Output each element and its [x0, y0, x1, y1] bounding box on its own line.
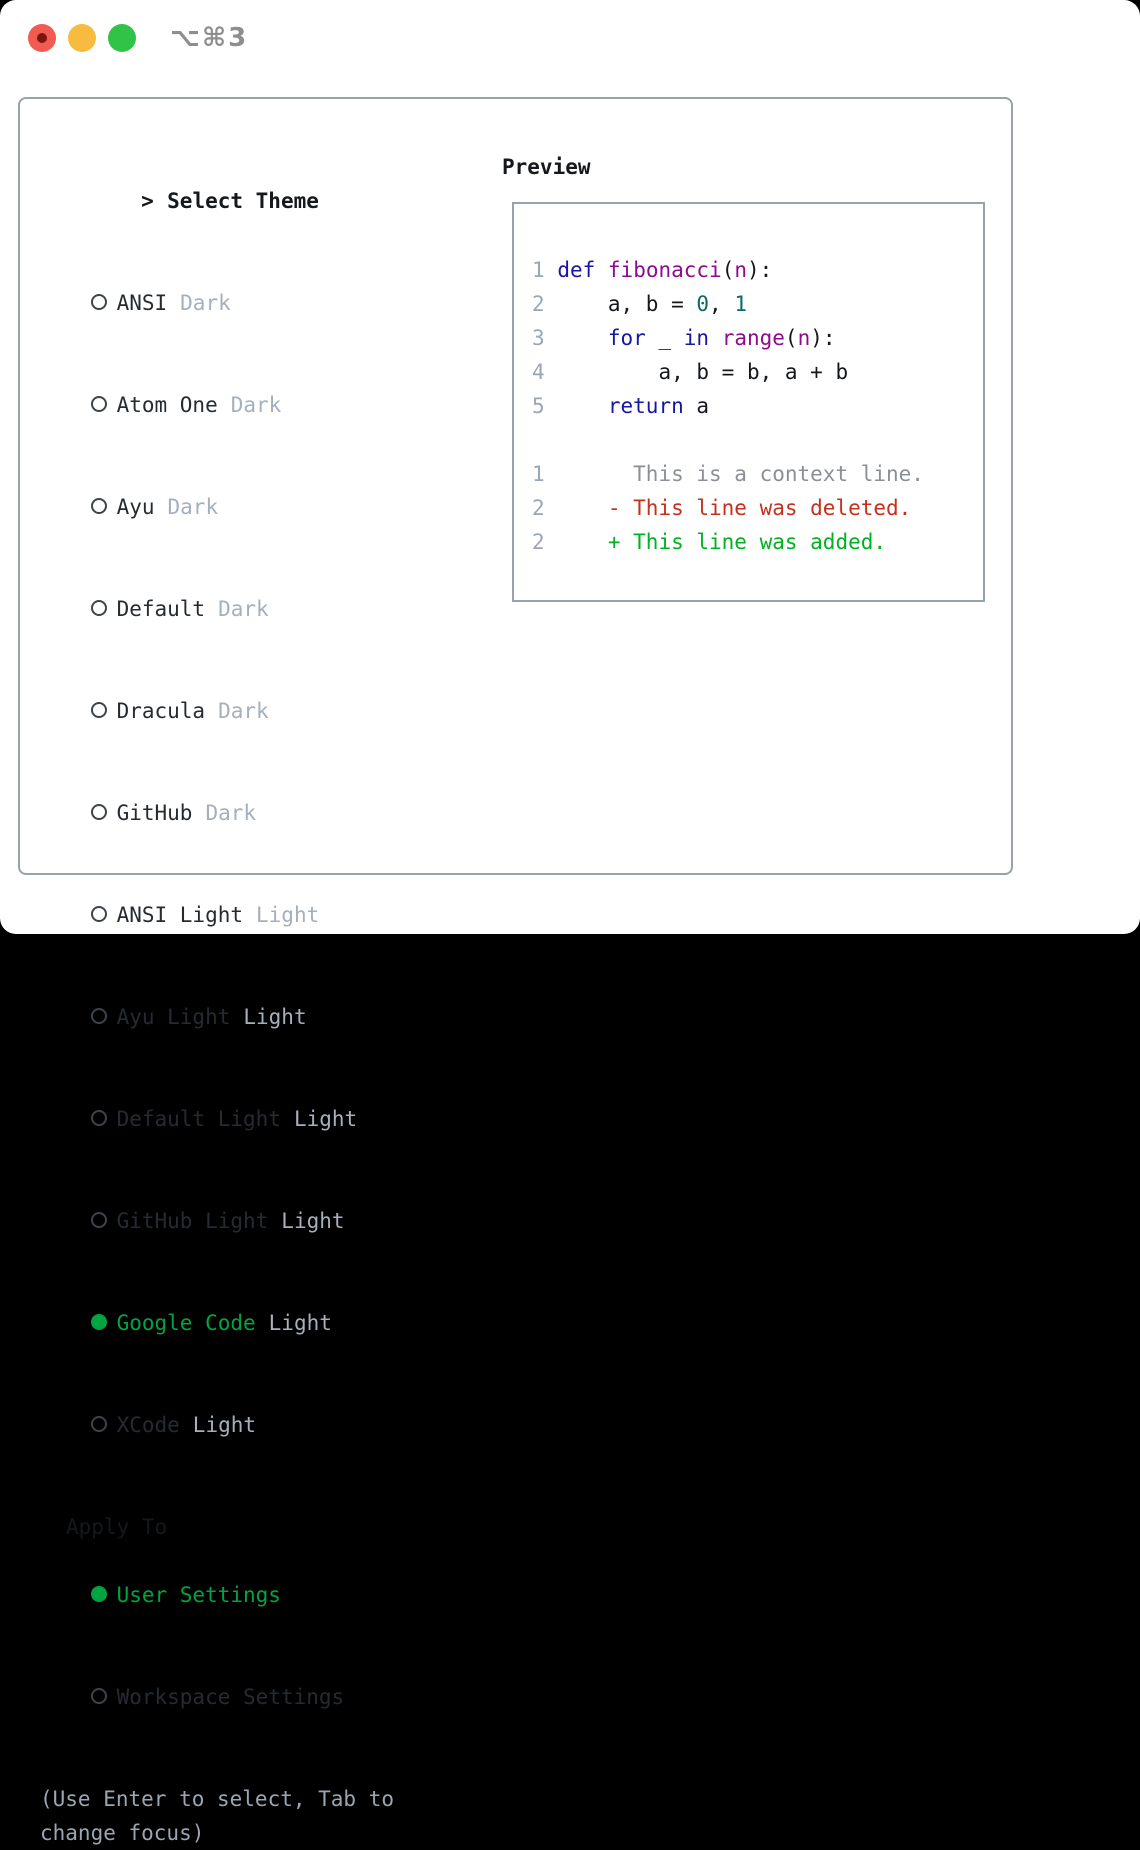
- minimize-button-icon[interactable]: [68, 24, 96, 52]
- radio-icon: [90, 702, 107, 718]
- preview-box: 1 def fibonacci(n): 2 a, b = 0, 1 3 for _ …: [512, 202, 985, 602]
- theme-item-name: Dracula: [116, 699, 206, 723]
- theme-list-item[interactable]: Atom One Dark: [40, 354, 470, 456]
- theme-list-item[interactable]: Google Code Light: [40, 1272, 470, 1374]
- theme-list-item[interactable]: Ayu Light Light: [40, 966, 470, 1068]
- theme-item-variant: Light: [192, 1413, 257, 1437]
- radio-icon: [90, 1586, 107, 1602]
- theme-list-item[interactable]: XCode Light: [40, 1374, 470, 1476]
- radio-icon: [90, 906, 107, 922]
- theme-item-variant: Dark: [218, 699, 269, 723]
- theme-item-variant: Dark: [167, 495, 219, 519]
- theme-item-name: Atom One: [116, 393, 218, 417]
- radio-icon: [90, 804, 107, 820]
- theme-item-name: Ayu Light: [116, 1005, 231, 1029]
- apply-to-option[interactable]: Workspace Settings: [40, 1646, 470, 1748]
- code-line: 1 def fibonacci(n):: [532, 258, 773, 282]
- zoom-button-icon[interactable]: [108, 24, 136, 52]
- theme-list-item[interactable]: ANSI Light Light: [40, 864, 470, 966]
- select-theme-header-label: Select Theme: [167, 189, 319, 213]
- diff-line-add: 2 + This line was added.: [532, 530, 887, 554]
- diff-block: 1 This is a context line. 2 - This line w…: [532, 457, 983, 559]
- code-line: 5 return a: [532, 394, 710, 418]
- theme-list-item[interactable]: GitHub Dark: [40, 762, 470, 864]
- close-dot-icon: [37, 33, 47, 43]
- radio-icon: [90, 1416, 107, 1432]
- theme-item-name: Google Code: [116, 1311, 256, 1335]
- theme-list-item[interactable]: Ayu Dark: [40, 456, 470, 558]
- theme-item-variant: Light: [256, 903, 320, 927]
- radio-icon: [90, 600, 107, 616]
- theme-item-name: Ayu: [116, 495, 155, 519]
- select-theme-header: > Select Theme: [40, 150, 470, 252]
- apply-option-label: Workspace Settings: [116, 1685, 345, 1709]
- code-line: 4 a, b = b, a + b: [532, 360, 849, 384]
- theme-list-item[interactable]: ANSI Dark: [40, 252, 470, 354]
- apply-option-label: User Settings: [116, 1583, 281, 1607]
- radio-icon: [90, 1008, 107, 1024]
- radio-icon: [90, 498, 107, 514]
- theme-item-name: ANSI: [116, 291, 168, 315]
- code-line: 3 for _ in range(n):: [532, 326, 836, 350]
- focus-caret-icon: >: [141, 189, 154, 213]
- theme-item-variant: Light: [268, 1311, 332, 1335]
- radio-icon: [90, 1314, 107, 1330]
- spacer: [40, 1476, 470, 1510]
- titlebar: ⌥⌘3: [28, 23, 249, 53]
- theme-item-variant: Light: [293, 1107, 358, 1131]
- diff-line-ctx: 1 This is a context line.: [532, 462, 924, 486]
- theme-item-variant: Dark: [230, 393, 282, 417]
- theme-item-variant: Light: [243, 1005, 307, 1029]
- theme-list-item[interactable]: Default Dark: [40, 558, 470, 660]
- radio-icon: [90, 294, 107, 310]
- theme-list-item[interactable]: GitHub Light Light: [40, 1170, 470, 1272]
- theme-item-variant: Dark: [180, 291, 231, 315]
- preview-header: Preview: [502, 155, 591, 179]
- apply-to-option[interactable]: User Settings: [40, 1544, 470, 1646]
- preview-column: Preview 1 def fibonacci(n): 2 a, b = 0, 1…: [502, 150, 985, 602]
- theme-item-name: Default: [116, 597, 206, 621]
- help-text: (Use Enter to select, Tab to change focu…: [40, 1787, 395, 1845]
- apply-to-list: User Settings Workspace Settings: [40, 1544, 470, 1748]
- spacer: [40, 1748, 470, 1782]
- radio-icon: [90, 396, 107, 412]
- code-line: 2 a, b = 0, 1: [532, 292, 747, 316]
- theme-item-name: XCode: [116, 1413, 180, 1437]
- close-button-icon[interactable]: [28, 24, 56, 52]
- code-block: 1 def fibonacci(n): 2 a, b = 0, 1 3 for _ …: [532, 253, 983, 423]
- theme-item-name: ANSI Light: [116, 903, 244, 927]
- theme-item-name: Default Light: [116, 1107, 281, 1131]
- radio-icon: [90, 1688, 107, 1704]
- theme-item-name: GitHub: [116, 801, 193, 825]
- theme-list-item[interactable]: Dracula Dark: [40, 660, 470, 762]
- radio-icon: [90, 1110, 107, 1126]
- theme-item-variant: Dark: [218, 597, 269, 621]
- radio-icon: [90, 1212, 107, 1228]
- apply-to-header: Apply To: [66, 1515, 168, 1539]
- theme-item-name: GitHub Light: [116, 1209, 269, 1233]
- theme-item-variant: Dark: [205, 801, 257, 825]
- diff-line-del: 2 - This line was deleted.: [532, 496, 912, 520]
- window-title: ⌥⌘3: [170, 23, 249, 53]
- theme-item-variant: Light: [281, 1209, 345, 1233]
- theme-list-item[interactable]: Default Light Light: [40, 1068, 470, 1170]
